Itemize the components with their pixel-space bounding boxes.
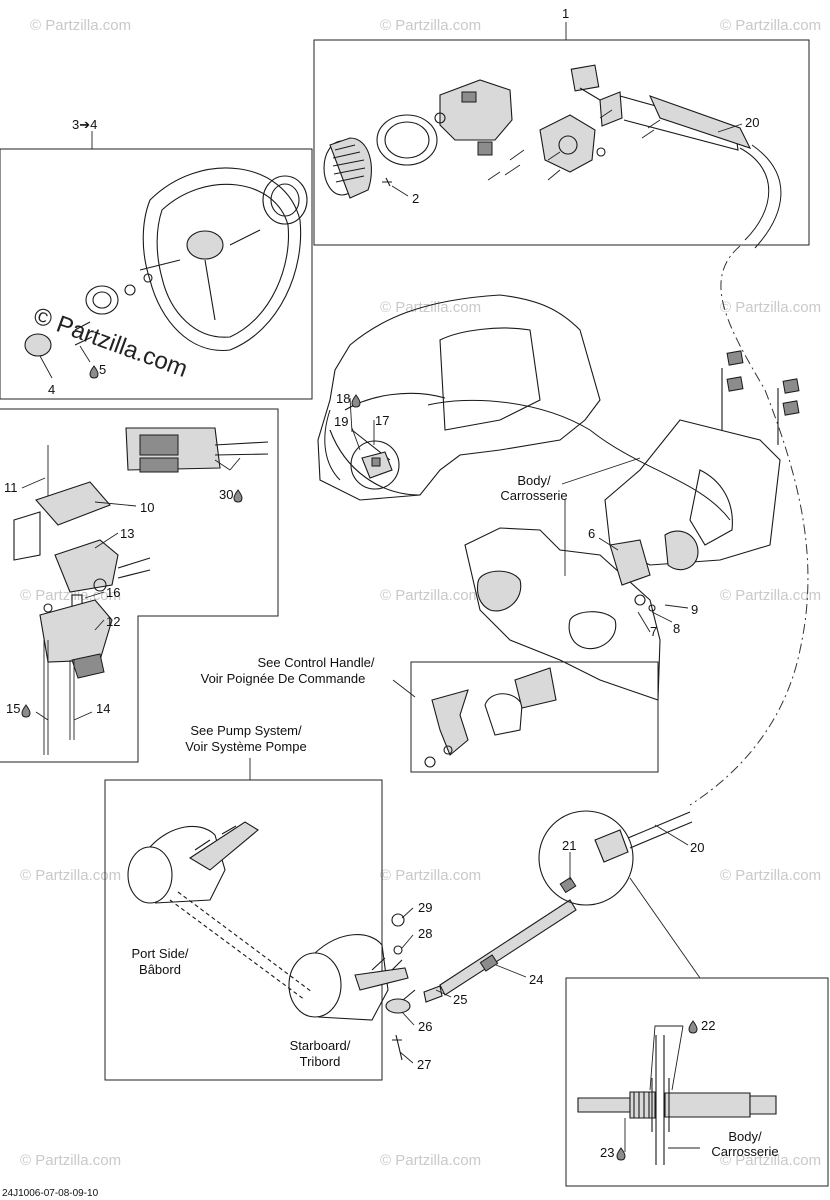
steering-wheel xyxy=(24,167,308,357)
callout-20-upper: 20 xyxy=(745,115,759,130)
frames xyxy=(0,39,829,1187)
hull-upper xyxy=(317,294,601,501)
control-handle-parts xyxy=(424,667,557,768)
callout-11: 11 xyxy=(4,480,18,495)
callout-27: 27 xyxy=(417,1057,431,1072)
callout-16: 16 xyxy=(106,585,120,600)
steering-cable-segment xyxy=(739,147,770,241)
steering-cable-24 xyxy=(439,899,577,996)
callout-18: 18 xyxy=(336,391,350,406)
callout-1: 1 xyxy=(562,6,569,21)
watermark: © Partzilla.com xyxy=(30,17,131,34)
frame-throttle-sensor xyxy=(0,408,279,763)
wire-run xyxy=(324,409,341,481)
callout-21: 21 xyxy=(562,838,576,853)
callout-19: 19 xyxy=(334,414,348,429)
steering-column-assembly xyxy=(323,64,752,199)
label-control-handle-line1: See Control Handle/ xyxy=(257,655,374,670)
oil-drop-icon xyxy=(89,365,99,379)
tie-rod xyxy=(169,891,313,1001)
callout-labels: 1 2 3➔4 4 5 6 7 8 9 10 11 12 13 14 15 16… xyxy=(4,6,759,1160)
bulkhead-fitting-detail xyxy=(577,1035,777,1165)
annotation-labels: Body/ Carrosserie See Control Handle/ Vo… xyxy=(2,473,779,1199)
callout-24: 24 xyxy=(529,972,543,987)
cable-routing-path xyxy=(689,245,809,806)
label-port-side-line1: Port Side/ xyxy=(131,946,188,961)
callout-17: 17 xyxy=(375,413,389,428)
frame-cable-detail xyxy=(565,977,829,1187)
callout-8: 8 xyxy=(673,621,680,636)
oil-drop-icon xyxy=(233,489,243,503)
lubricant-markers xyxy=(21,365,698,1161)
callout-26: 26 xyxy=(418,1019,432,1034)
callout-30: 30 xyxy=(219,487,233,502)
label-starboard-line1: Starboard/ xyxy=(290,1038,351,1053)
oil-drop-icon xyxy=(688,1020,698,1034)
throttle-sensor-assembly xyxy=(13,427,269,755)
watermark: © Partzilla.com xyxy=(380,299,481,316)
label-port-side-line2: Bâbord xyxy=(139,962,181,977)
frame-steering-wheel xyxy=(0,148,313,400)
watermark: © Partzilla.com xyxy=(20,867,121,884)
frame-steering-column xyxy=(313,39,810,246)
steering-cable-run xyxy=(427,399,731,521)
callout-2: 2 xyxy=(412,191,419,206)
callout-4: 4 xyxy=(48,382,55,397)
callout-23: 23 xyxy=(600,1145,614,1160)
watermark: © Partzilla.com xyxy=(720,867,821,884)
watermark: © Partzilla.com xyxy=(720,587,821,604)
watermark: © Partzilla.com xyxy=(720,17,821,34)
callout-29: 29 xyxy=(418,900,432,915)
frame-pump-system xyxy=(104,779,383,1081)
cable-end-hardware xyxy=(385,913,443,1061)
callout-12: 12 xyxy=(106,614,120,629)
label-pump-system-line2: Voir Système Pompe xyxy=(185,739,306,754)
oil-drop-icon xyxy=(21,704,31,718)
callout-25: 25 xyxy=(453,992,467,1007)
jet-nozzle-port xyxy=(127,821,259,904)
steering-cable-segment xyxy=(751,144,782,249)
oil-drop-icon xyxy=(351,394,361,408)
watermark: © Partzilla.com xyxy=(20,587,121,604)
callout-3-4: 3➔4 xyxy=(72,117,97,132)
frame-control-handle xyxy=(410,661,659,773)
label-body-line1: Body/ xyxy=(517,473,551,488)
callout-6: 6 xyxy=(588,526,595,541)
callout-7: 7 xyxy=(650,624,657,639)
watermark: © Partzilla.com xyxy=(720,299,821,316)
watermark: © Partzilla.com xyxy=(380,17,481,34)
callout-28: 28 xyxy=(418,926,432,941)
drawing-code: 24J1006-07-08-09-10 xyxy=(2,1188,99,1199)
hull-deck xyxy=(604,350,800,612)
callout-13: 13 xyxy=(120,526,134,541)
oil-drop-icon xyxy=(616,1147,626,1161)
label-starboard-line2: Tribord xyxy=(300,1054,341,1069)
watermark: © Partzilla.com xyxy=(380,587,481,604)
watermark-large: © Partzilla.com xyxy=(30,302,191,383)
leader-lines xyxy=(21,22,743,1152)
watermark: © Partzilla.com xyxy=(380,867,481,884)
label-pump-system-line1: See Pump System/ xyxy=(190,723,302,738)
callout-22: 22 xyxy=(701,1018,715,1033)
callout-14: 14 xyxy=(96,701,110,716)
cable-fitting-detail xyxy=(538,810,693,906)
watermark: © Partzilla.com xyxy=(380,1152,481,1169)
watermark: © Partzilla.com xyxy=(720,1152,821,1169)
watermark: © Partzilla.com xyxy=(20,1152,121,1169)
watermark-layer: © Partzilla.com © Partzilla.com © Partzi… xyxy=(20,17,821,1169)
label-control-handle-line2: Voir Poignée De Commande xyxy=(201,671,366,686)
label-body-line2: Carrosserie xyxy=(500,488,567,503)
label-body-detail-line2: Carrosserie xyxy=(711,1144,778,1159)
callout-10: 10 xyxy=(140,500,154,515)
callout-15: 15 xyxy=(6,701,20,716)
jet-nozzle-starboard xyxy=(288,934,409,1021)
callout-20-lower: 20 xyxy=(690,840,704,855)
hull-lower xyxy=(464,527,661,701)
bracket-detail xyxy=(350,440,400,490)
callout-5: 5 xyxy=(99,362,106,377)
label-body-detail-line1: Body/ xyxy=(728,1129,762,1144)
callout-9: 9 xyxy=(691,602,698,617)
